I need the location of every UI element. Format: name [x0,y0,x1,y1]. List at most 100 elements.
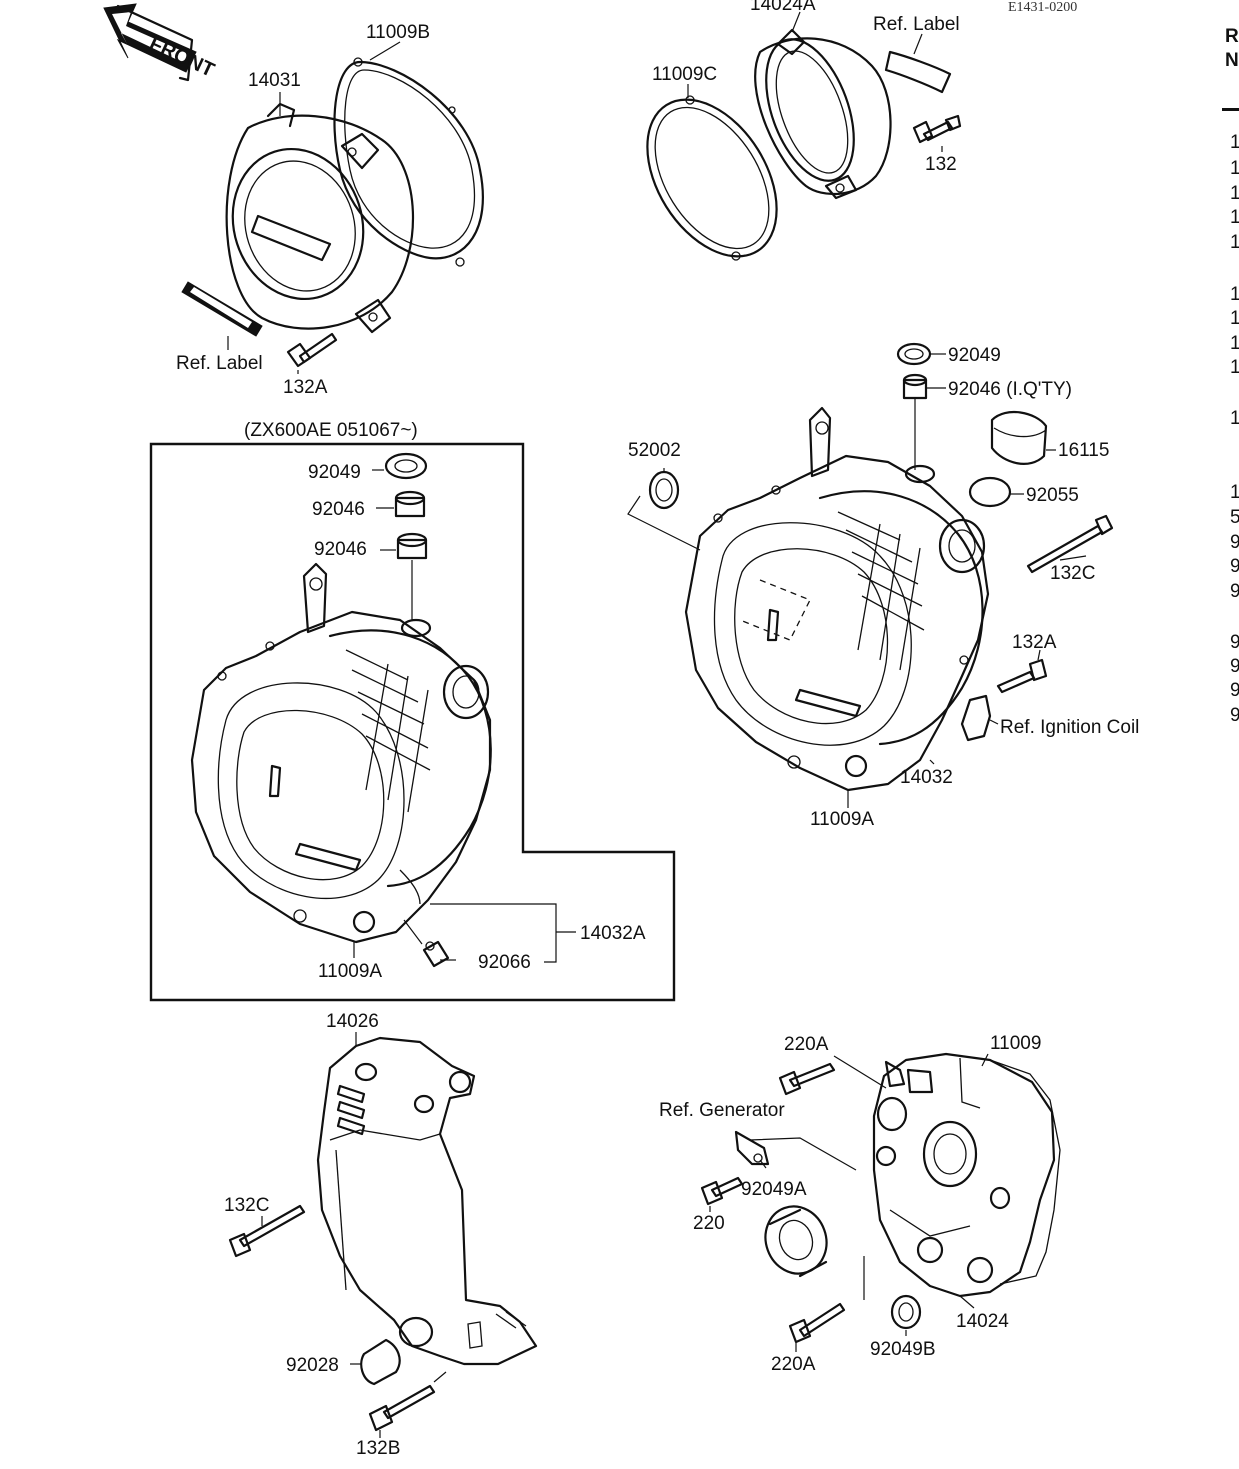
list-item: 9 [1230,705,1239,726]
label-132A-top: 132A [283,377,328,398]
bolt-132A-top [286,332,338,368]
list-item: 9 [1230,581,1239,602]
list-item: 1 [1230,158,1239,179]
bolt-220 [700,1176,744,1206]
list-item: 1 [1230,284,1239,305]
collar-92028 [360,1338,401,1386]
label-11009C: 11009C [652,64,717,85]
list-item: 9 [1230,680,1239,701]
list-item: 5 [1230,507,1239,528]
label-11009A-box: 11009A [318,961,382,982]
leads-box [353,469,576,963]
gasket-11009B [333,57,484,267]
label-220A-top: 220A [784,1034,829,1055]
list-item: 1 [1230,357,1239,378]
plug-92066 [422,940,450,968]
seal-92049A [764,1205,828,1278]
figure-code: E1431-0200 [1008,0,1077,15]
list-item: 1 [1230,207,1239,228]
bolt-132C-left [228,1204,306,1258]
label-220A-bottom: 220A [771,1354,816,1375]
label-11009: 11009 [990,1033,1041,1054]
ref-label-sticker-right [884,50,952,94]
bolt-220A-bottom [788,1302,846,1344]
label-92055: 92055 [1026,485,1079,506]
label-variant-note: (ZX600AE 051067~) [244,420,418,441]
label-92049-box: 92049 [308,462,361,483]
clutch-cover-14032A [190,562,492,944]
label-ref-label-right: Ref. Label [873,14,960,35]
list-item: 9 [1230,532,1239,553]
label-11009B: 11009B [366,22,430,43]
seal-52002 [648,470,680,510]
o-ring-92055 [968,476,1012,508]
bearing-92046-right [902,373,928,400]
cover-14024A [754,28,892,200]
variant-frame [149,442,676,1002]
label-14032: 14032 [900,767,953,788]
clutch-cover-14032 [684,406,990,792]
gasket-11009C [646,95,778,261]
list-item: 9 [1230,656,1239,677]
generator-bracket [734,1130,770,1166]
pickup-cover-14031 [225,102,414,334]
label-132C-right: 132C [1050,563,1095,584]
list-item: 1 [1230,333,1239,354]
ref-label-sticker-left [181,281,263,337]
bolt-132C-right [1026,514,1114,574]
label-132C-left: 132C [224,1195,269,1216]
seal-92049-right [896,342,932,366]
label-132A-right: 132A [1012,632,1057,653]
leads-generator [709,1053,989,1352]
label-92049B: 92049B [870,1339,936,1360]
list-item: 9 [1230,632,1239,653]
parts-list-column: R N 1 1 1 1 1 1 1 1 1 1 1 5 9 9 9 9 9 9 … [1222,0,1239,1469]
front-arrow-icon: FRONT [103,3,218,82]
callout-labels: 14031 11009B Ref. Label 132A 14024A Ref.… [176,0,1139,1459]
label-132B: 132B [356,1438,400,1459]
label-92046-box-b: 92046 [314,539,367,560]
label-92066: 92066 [478,952,531,973]
chain-cover-14026 [316,1036,538,1366]
list-item: 1 [1230,482,1239,503]
label-14031: 14031 [248,70,301,91]
ignition-coil-bracket [960,694,992,742]
label-16115: 16115 [1058,440,1109,461]
list-item: 1 [1230,132,1239,153]
front-label: FRONT [146,33,218,82]
leads-chain [261,1032,447,1438]
label-14026: 14026 [326,1011,379,1032]
label-11009A-right: 11009A [810,809,874,830]
label-14024: 14024 [956,1311,1009,1332]
label-92028: 92028 [286,1355,339,1376]
label-92046-right: 92046 (I.Q'TY) [948,379,1072,400]
bolt-220A-top [778,1062,836,1096]
parts-list-header-r: R [1225,26,1239,47]
bolt-132B [368,1384,436,1432]
label-92049-right: 92049 [948,345,1001,366]
generator-cover-14024 [872,1052,1061,1298]
label-14024A: 14024A [750,0,816,15]
bearing-92046-box-b [396,532,428,560]
label-ref-generator: Ref. Generator [659,1100,785,1121]
label-132: 132 [925,154,957,175]
label-220: 220 [693,1213,725,1234]
list-item: 1 [1230,308,1239,329]
list-item: 1 [1230,183,1239,204]
seal-92049-box [384,452,428,480]
parts-list-header-n: N [1225,50,1239,71]
label-ref-ignition-coil: Ref. Ignition Coil [1000,717,1139,738]
parts-list-rule [1222,108,1239,111]
leads-right [627,353,1087,808]
list-item: 9 [1230,556,1239,577]
bearing-92046-box-a [394,490,426,518]
bolt-132A-right [996,658,1048,694]
filler-cap-16115 [990,411,1048,465]
seal-92049B [890,1294,922,1330]
bolt-132 [912,114,962,144]
label-52002: 52002 [628,440,681,461]
list-item: 1 [1230,408,1239,429]
label-92049A: 92049A [741,1179,807,1200]
leads-top [227,11,943,374]
